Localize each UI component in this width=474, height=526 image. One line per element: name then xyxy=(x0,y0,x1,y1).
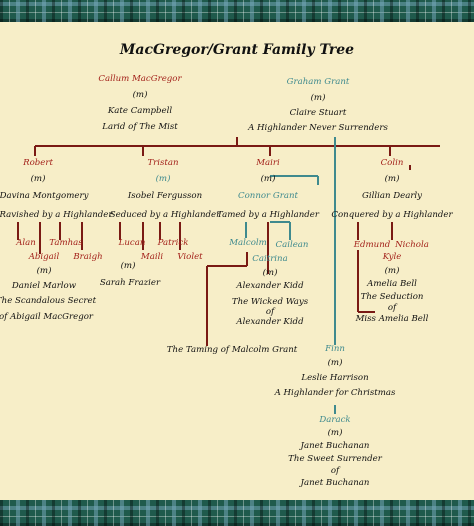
isobel-fergusson-name: Isobel Fergusson xyxy=(127,191,203,201)
alexander-kidd-name: Alexander Kidd xyxy=(236,281,304,291)
mairi-name: Mairi xyxy=(256,158,280,168)
finn-name: Finn xyxy=(325,344,345,354)
kyle-book-line1: The Seduction xyxy=(360,292,424,302)
alan-name: Alan xyxy=(16,238,36,248)
graham-grant-name: Graham Grant xyxy=(286,77,350,87)
mairi-book-title: Tamed by a Highlander xyxy=(217,210,319,220)
caitrina-book-line3: Alexander Kidd xyxy=(236,317,304,327)
tamhas-name: Tamhas xyxy=(49,238,83,248)
robert-marriage-marker: (m) xyxy=(30,174,46,184)
kate-campbell-name: Kate Campbell xyxy=(107,106,173,116)
darack-book-line2: of xyxy=(330,466,340,476)
maili-marriage-marker: (m) xyxy=(120,261,136,271)
caitrina-book-line1: The Wicked Ways xyxy=(231,297,309,307)
gillian-dearly-name: Gillian Dearly xyxy=(361,191,423,201)
kyle-name: Kyle xyxy=(382,252,402,262)
darack-marriage-marker: (m) xyxy=(327,428,343,438)
amelia-bell-name: Amelia Bell xyxy=(367,279,417,289)
nichola-name: Nichola xyxy=(395,240,429,250)
callum-macgregor-name: Callum MacGregor xyxy=(98,74,182,84)
colin-marriage-marker: (m) xyxy=(384,174,400,184)
davina-montgomery-name: Davina Montgomery xyxy=(0,191,89,201)
lucan-name: Lucan xyxy=(118,238,146,248)
violet-name: Violet xyxy=(177,252,203,262)
tristan-marriage-marker: (m) xyxy=(155,174,171,184)
caitrina-name: Caitrina xyxy=(252,254,288,264)
colin-book-title: Conquered by a Highlander xyxy=(331,210,453,220)
colin-name: Colin xyxy=(380,158,404,168)
finn-marriage-marker: (m) xyxy=(327,358,343,368)
tristan-name: Tristan xyxy=(147,158,179,168)
darack-book-line1: The Sweet Surrender xyxy=(288,454,382,464)
callum-marriage-marker: (m) xyxy=(132,90,148,100)
connor-grant-name: Connor Grant xyxy=(238,191,298,201)
daniel-marlow-name: Daniel Marlow xyxy=(11,281,77,291)
kyle-marriage-marker: (m) xyxy=(384,266,400,276)
caitrina-marriage-marker: (m) xyxy=(262,268,278,278)
robert-name: Robert xyxy=(23,158,53,168)
cailean-name: Cailean xyxy=(275,240,309,250)
tartan-top-border xyxy=(0,0,474,22)
robert-book-title: Ravished by a Highlander xyxy=(0,210,113,220)
tristan-book-title: Seduced by a Highlander xyxy=(109,210,221,220)
braigh-name: Braigh xyxy=(73,252,103,262)
caitrina-book-line2: of xyxy=(265,307,275,317)
finn-book-title: A Highlander for Christmas xyxy=(274,388,396,398)
malcolm-name: Malcolm xyxy=(229,238,267,248)
abigail-book-line1: The Scandalous Secret xyxy=(0,296,97,306)
page-title: MacGregor/Grant Family Tree xyxy=(119,42,355,58)
darack-name: Darack xyxy=(319,415,351,425)
patrick-name: Patrick xyxy=(157,238,189,248)
mairi-marriage-marker: (m) xyxy=(260,174,276,184)
kyle-book-line3: Miss Amelia Bell xyxy=(355,314,429,324)
kyle-book-line2: of xyxy=(387,303,397,313)
janet-buchanan-name: Janet Buchanan xyxy=(300,441,370,451)
sarah-frazier-name: Sarah Frazier xyxy=(99,278,161,288)
malcolm-book-title: The Taming of Malcolm Grant xyxy=(166,345,298,355)
abigail-marriage-marker: (m) xyxy=(36,266,52,276)
claire-stuart-name: Claire Stuart xyxy=(289,108,347,118)
darack-book-line3: Janet Buchanan xyxy=(300,478,370,488)
abigail-name: Abigail xyxy=(28,252,60,262)
graham-marriage-marker: (m) xyxy=(310,93,326,103)
callum-book-title: Larid of The Mist xyxy=(102,122,178,132)
abigail-book-line2: of Abigail MacGregor xyxy=(0,312,93,322)
leslie-harrison-name: Leslie Harrison xyxy=(301,373,369,383)
maili-name: Maili xyxy=(140,252,164,262)
edmund-name: Edmund xyxy=(353,240,391,250)
tartan-bottom-border xyxy=(0,500,474,526)
graham-book-title: A Highlander Never Surrenders xyxy=(248,123,388,133)
